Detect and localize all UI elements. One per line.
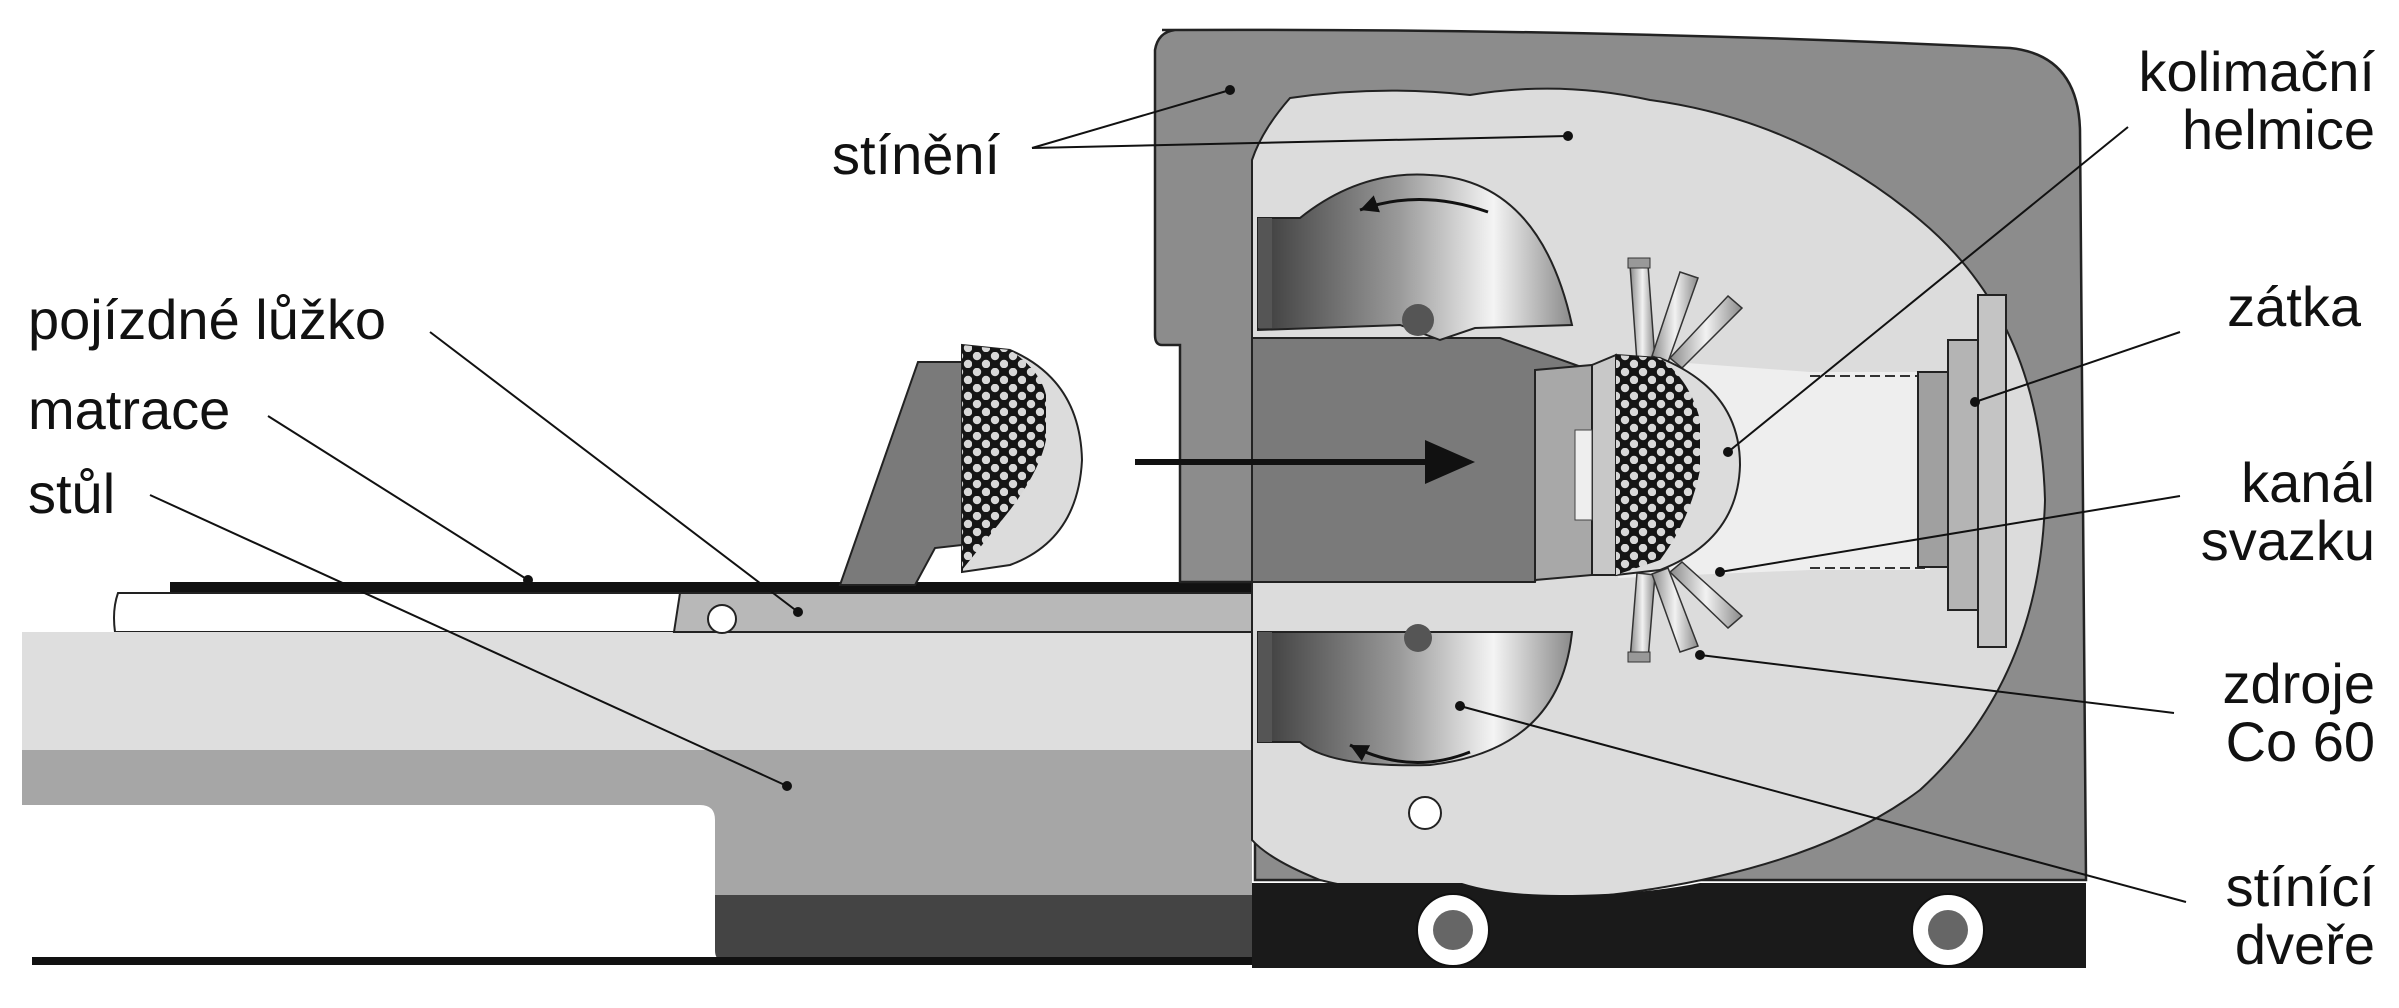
wheel-icon: [1416, 893, 1490, 967]
label-mattress: matrace: [28, 378, 231, 441]
table-body: [22, 750, 1252, 895]
lower-shielding-door: [1257, 624, 1574, 767]
label-co60-sources-line2: Co 60: [2225, 710, 2375, 773]
helmet-support: [838, 361, 963, 586]
label-beam-channel: kanál svazku: [2201, 454, 2375, 570]
mattress: [170, 582, 1520, 592]
label-shielding-doors: stínící dveře: [2226, 858, 2375, 974]
label-collimator-helmet-line1: kolimační: [2138, 40, 2375, 103]
roller-left: [707, 604, 737, 634]
wheel-icon: [1911, 893, 1985, 967]
label-beam-channel-line2: svazku: [2200, 509, 2375, 572]
bed-side-rail: [113, 592, 681, 633]
roller-lower: [1408, 796, 1442, 830]
table-foot: [715, 895, 1252, 960]
label-co60-sources: zdroje Co 60: [2222, 655, 2375, 771]
upper-shielding-door: [1257, 173, 1574, 342]
floor-line: [32, 957, 1267, 965]
radiation-unit: [1153, 28, 2088, 968]
leader-lines: [149, 89, 2187, 903]
label-collimator-helmet-line2: helmice: [2182, 98, 2375, 161]
leader-dots: [523, 85, 1980, 791]
helmet-holder-on-bed: [838, 343, 1084, 586]
label-sliding-bed: pojízdné lůžko: [28, 288, 387, 351]
label-collimator-helmet: kolimační helmice: [2138, 43, 2375, 159]
label-plug: zátka: [2227, 275, 2361, 338]
label-shielding-doors-line1: stínící: [2225, 855, 2375, 918]
table-assembly: [22, 582, 1525, 965]
table-top-band: [22, 632, 1252, 750]
arrow-icon: [1135, 440, 1475, 484]
plug-mid: [1947, 339, 1979, 611]
collimator-helmet-docked: [1534, 353, 1742, 582]
label-table: stůl: [28, 462, 116, 525]
label-beam-channel-line1: kanál: [2241, 451, 2375, 514]
label-shielding: stínění: [832, 123, 1001, 186]
rotation-arrow-icon: [1359, 195, 1489, 214]
plug-inner: [1977, 294, 2007, 648]
rotation-arrow-icon: [1349, 743, 1471, 764]
label-shielding-doors-line2: dveře: [2234, 913, 2375, 976]
label-co60-sources-line1: zdroje: [2222, 652, 2375, 715]
co60-source-rods: [1627, 257, 1744, 663]
